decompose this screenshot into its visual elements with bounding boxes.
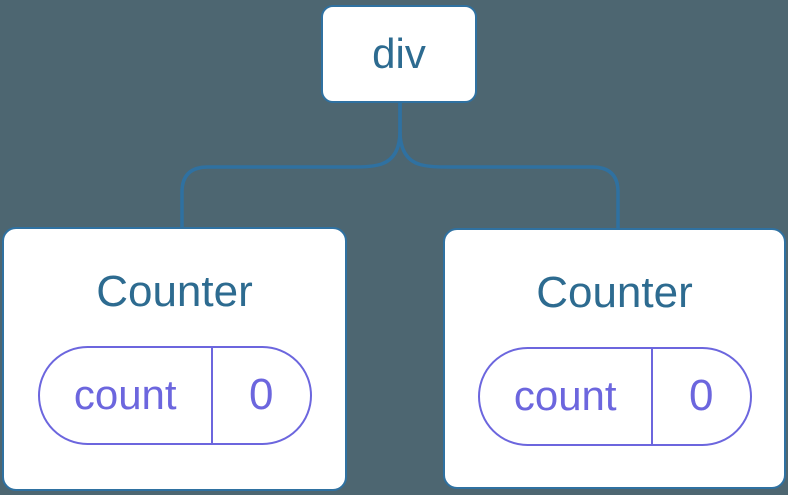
state-key-label: count: [40, 347, 213, 443]
counter-node-left: Counter count 0: [2, 227, 347, 491]
state-key-label: count: [480, 348, 653, 444]
counter-title: Counter: [96, 267, 253, 316]
state-pill: count 0: [37, 345, 312, 445]
root-node-label: div: [372, 30, 426, 77]
state-value: 0: [248, 370, 274, 420]
counter-node-right: Counter count 0: [443, 228, 786, 489]
connector-branch-left: [180, 99, 402, 232]
state-value: 0: [688, 371, 714, 421]
root-node-div: div: [321, 5, 477, 103]
counter-title: Counter: [536, 268, 693, 317]
state-pill: count 0: [477, 346, 752, 446]
connector-branch-right: [398, 99, 620, 233]
